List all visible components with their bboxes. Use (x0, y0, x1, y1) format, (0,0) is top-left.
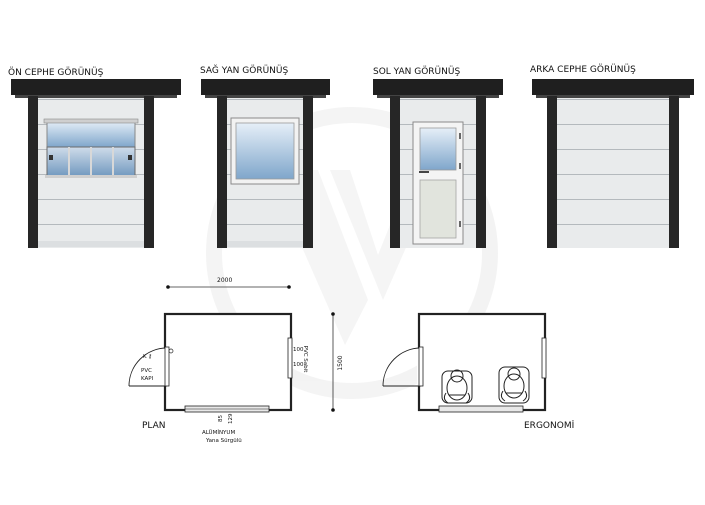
svg-text:⚷: ⚷ (148, 354, 152, 360)
front-elevation: ÖN CEPHE GÖRÜNÜŞ (8, 67, 181, 248)
seated-person-right (498, 366, 530, 404)
door-swing (382, 347, 422, 387)
door-material-label: PVC (141, 368, 152, 374)
plan-title: PLAN (142, 421, 166, 431)
pvc-door (412, 121, 464, 245)
ergonomics-title: ERGONOMİ (524, 420, 574, 431)
door-handle (419, 171, 429, 173)
sliding-window-type: Yana Sürgülü (205, 438, 242, 444)
back-elevation-title: ARKA CEPHE GÖRÜNÜŞ (530, 64, 636, 75)
corner-post-left (28, 96, 38, 248)
fixed-window (230, 117, 300, 185)
plan-walls (163, 312, 293, 412)
corner-post-right (669, 96, 679, 248)
fixed-window-dim1: 100 (293, 347, 304, 353)
right-elevation: SAĞ YAN GÖRÜNÜŞ (200, 64, 330, 248)
door-swing (128, 347, 168, 387)
door-k-label: K (143, 354, 147, 360)
roof-cap (532, 79, 694, 95)
right-elevation-title: SAĞ YAN GÖRÜNÜŞ (200, 64, 288, 76)
seated-person-left (441, 369, 473, 404)
corner-post-left (217, 96, 227, 248)
corner-post-right (303, 96, 313, 248)
floor-plan: 2000 1500 K ⚷ PVC KAPI PVC Sabit 100 100… (128, 277, 344, 444)
sliding-window-dim2: 129 (228, 413, 234, 424)
depth-dimension: 1500 (337, 355, 344, 370)
roof-cap (11, 79, 181, 95)
back-elevation: ARKA CEPHE GÖRÜNÜŞ (530, 64, 694, 248)
sliding-window-material: ALÜMİNYUM (202, 429, 235, 436)
left-elevation-title: SOL YAN GÖRÜNÜŞ (373, 66, 460, 77)
roof-cap (373, 79, 503, 95)
corner-post-right (144, 96, 154, 248)
wall-panels (557, 98, 669, 248)
counter-window (43, 118, 139, 178)
sliding-window-dim1: 85 (218, 415, 224, 422)
front-elevation-title: ÖN CEPHE GÖRÜNÜŞ (8, 67, 104, 78)
fixed-window-dim2: 100 (293, 362, 304, 368)
fixed-window-label: PVC Sabit (302, 346, 308, 374)
corner-post-right (476, 96, 486, 248)
left-elevation: SOL YAN GÖRÜNÜŞ (373, 66, 503, 248)
ergonomics-plan: ERGONOMİ (382, 312, 574, 431)
plan-fixed-window (287, 337, 293, 379)
width-dimension: 2000 (217, 277, 232, 284)
roof-cap (201, 79, 330, 95)
corner-post-left (547, 96, 557, 248)
corner-post-left (390, 96, 400, 248)
door-type-label: KAPI (141, 376, 154, 382)
